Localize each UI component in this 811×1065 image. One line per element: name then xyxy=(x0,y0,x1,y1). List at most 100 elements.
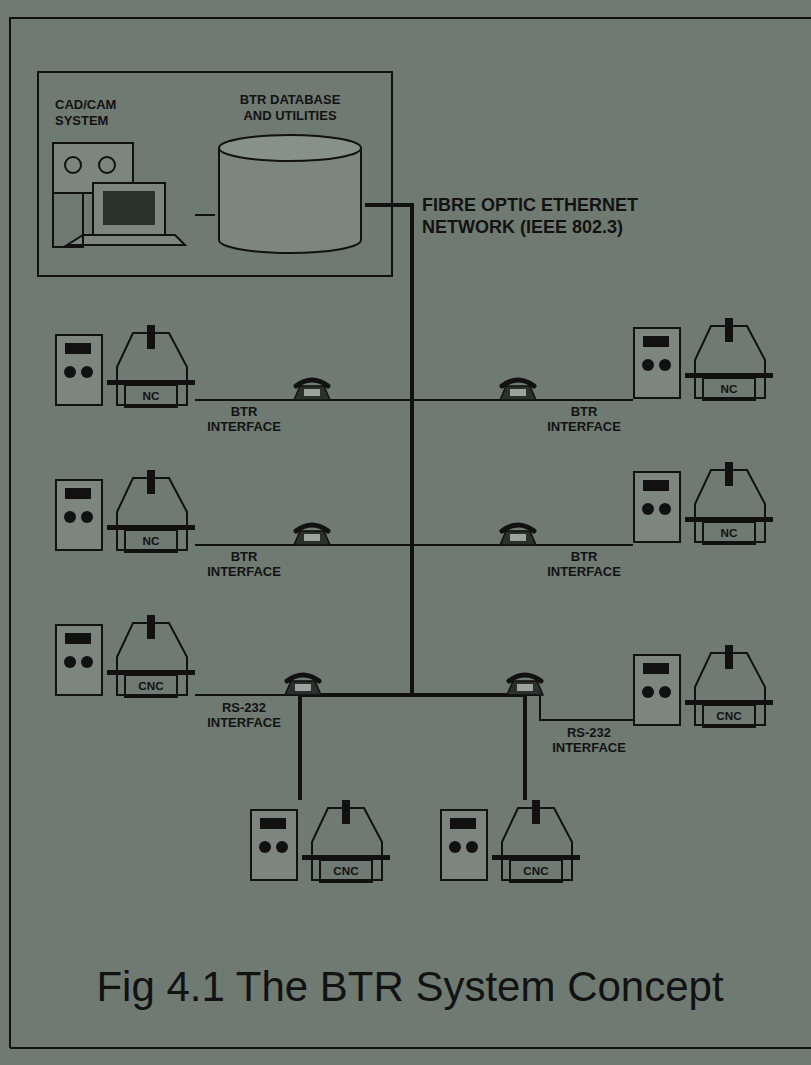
network-link xyxy=(300,205,412,800)
machine-icon xyxy=(250,800,390,885)
cabinet-dial xyxy=(659,686,671,698)
spindle xyxy=(725,462,733,486)
figure-caption: Fig 4.1 The BTR System Concept xyxy=(30,962,790,1012)
machine-tool: NC xyxy=(55,470,195,555)
network-transceiver xyxy=(507,675,543,695)
control-cabinet xyxy=(56,335,102,405)
cabinet-dial xyxy=(64,656,76,668)
cabinet-screen xyxy=(65,343,91,354)
machine-type: CNC xyxy=(320,860,372,882)
interface-label: BTR INTERFACE xyxy=(198,549,290,579)
network-transceiver xyxy=(285,675,321,695)
machine-type: NC xyxy=(125,385,177,407)
machine-icon xyxy=(633,645,773,730)
network-transceiver xyxy=(294,380,330,400)
interface-label: BTR INTERFACE xyxy=(538,549,630,579)
machine-icon xyxy=(633,318,773,403)
control-cabinet xyxy=(441,810,487,880)
machine-type: NC xyxy=(703,378,755,400)
machine-tool: NC xyxy=(633,318,773,403)
machine-type: CNC xyxy=(125,675,177,697)
machine-type: CNC xyxy=(703,705,755,727)
network-transceiver xyxy=(500,525,536,545)
network-link xyxy=(195,214,215,216)
cabinet-dial xyxy=(64,366,76,378)
network-transceiver xyxy=(500,380,536,400)
cabinet-dial xyxy=(276,841,288,853)
control-cabinet xyxy=(634,472,680,542)
database-cylinder xyxy=(219,148,361,253)
cabinet-dial xyxy=(81,366,93,378)
control-cabinet xyxy=(56,480,102,550)
cabinet-dial xyxy=(642,686,654,698)
database-top xyxy=(219,135,361,161)
machine-tool: CNC xyxy=(440,800,580,885)
cabinet-screen xyxy=(450,818,476,829)
cabinet-dial xyxy=(642,503,654,515)
frame-line xyxy=(10,18,811,1048)
station-label: BTR DATABASE AND UTILITIES xyxy=(230,92,350,124)
spindle xyxy=(725,318,733,342)
machine-base xyxy=(125,675,177,697)
station-label: CAD/CAM SYSTEM xyxy=(55,97,145,129)
frame-line xyxy=(10,1047,811,1049)
cabinet-dial xyxy=(659,503,671,515)
cabinet-screen xyxy=(65,633,91,644)
machine-icon xyxy=(440,800,580,885)
machine-icon xyxy=(55,325,195,410)
machine-tool: NC xyxy=(633,462,773,547)
machine-base xyxy=(510,860,562,882)
machine-base xyxy=(703,705,755,727)
network-transceiver xyxy=(294,525,330,545)
monitor-screen xyxy=(103,191,155,225)
cabinet-dial xyxy=(642,359,654,371)
cabinet-screen xyxy=(643,663,669,674)
cabinet-dial xyxy=(659,359,671,371)
cabinet-dial xyxy=(449,841,461,853)
cabinet-screen xyxy=(643,480,669,491)
host-enclosure xyxy=(38,72,392,276)
network-link xyxy=(365,205,633,720)
network-label: FIBRE OPTIC ETHERNET NETWORK (IEEE 802.3… xyxy=(422,194,687,238)
machine-tool: CNC xyxy=(633,645,773,730)
spindle xyxy=(725,645,733,669)
control-cabinet xyxy=(56,625,102,695)
machine-icon xyxy=(55,470,195,555)
machine-base xyxy=(125,530,177,552)
cabinet-screen xyxy=(260,818,286,829)
network-link xyxy=(195,205,412,695)
interface-label: RS-232 INTERFACE xyxy=(546,725,632,755)
monitor xyxy=(93,183,165,235)
machine-base xyxy=(320,860,372,882)
keyboard xyxy=(67,235,185,245)
control-cabinet xyxy=(251,810,297,880)
machine-type: NC xyxy=(703,522,755,544)
machine-base xyxy=(703,378,755,400)
control-cabinet xyxy=(634,655,680,725)
interface-label: BTR INTERFACE xyxy=(198,404,290,434)
machine-tool: CNC xyxy=(55,615,195,700)
spindle xyxy=(147,615,155,639)
machine-base xyxy=(703,522,755,544)
cabinet-dial xyxy=(64,511,76,523)
cabinet-screen xyxy=(65,488,91,499)
interface-label: BTR INTERFACE xyxy=(538,404,630,434)
machine-icon xyxy=(633,462,773,547)
machine-tool: CNC xyxy=(250,800,390,885)
cabinet-dial xyxy=(81,656,93,668)
drive-dial xyxy=(65,157,81,173)
spindle xyxy=(342,800,350,824)
cabinet-dial xyxy=(81,511,93,523)
machine-type: CNC xyxy=(510,860,562,882)
control-cabinet xyxy=(634,328,680,398)
cabinet-dial xyxy=(466,841,478,853)
cabinet-screen xyxy=(643,336,669,347)
machine-icon xyxy=(55,615,195,700)
spindle xyxy=(147,325,155,349)
spindle xyxy=(147,470,155,494)
network-link xyxy=(195,205,412,545)
network-link xyxy=(365,205,525,800)
machine-tool: NC xyxy=(55,325,195,410)
cad-cam-station: CAD/CAM SYSTEM xyxy=(45,95,195,260)
machine-type: NC xyxy=(125,530,177,552)
